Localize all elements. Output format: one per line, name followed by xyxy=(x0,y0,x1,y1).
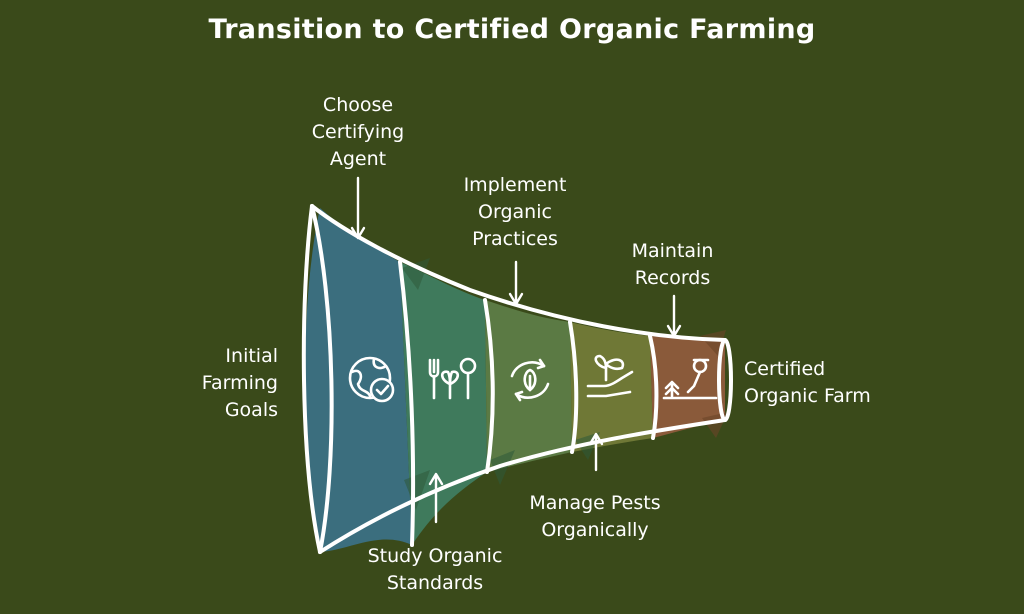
farm-tools-plant-icon xyxy=(428,357,477,400)
recycle-leaf-icon xyxy=(510,358,550,402)
arrow-manage-pests xyxy=(588,432,604,472)
segment-manage-pests xyxy=(570,322,653,452)
label-maintain-records: Maintain Records xyxy=(631,240,714,289)
arrow-study-standards xyxy=(428,472,444,524)
arrow-maintain-records xyxy=(666,294,682,338)
pointer-arrows xyxy=(350,176,682,524)
arrow-choose-agent xyxy=(350,176,366,240)
segment-maintain-records xyxy=(650,336,725,438)
label-certified-farm: Certified Organic Farm xyxy=(744,358,871,407)
label-initial-goals: Initial Farming Goals xyxy=(201,345,278,421)
label-manage-pests: Manage Pests Organically xyxy=(529,492,661,541)
segment-implement-practices xyxy=(485,300,572,472)
label-choose-agent: Choose Certifying Agent xyxy=(311,94,405,170)
globe-check-icon xyxy=(348,356,395,403)
arrow-implement-practices xyxy=(508,260,524,306)
diagram-title: Transition to Certified Organic Farming xyxy=(208,14,816,45)
farmer-field-icon xyxy=(662,358,718,400)
label-study-standards: Study Organic Standards xyxy=(367,545,503,594)
funnel-outline xyxy=(301,204,733,554)
seedling-hand-icon xyxy=(586,354,634,398)
label-implement-practices: Implement Organic Practices xyxy=(463,174,567,250)
segment-texture xyxy=(402,258,600,510)
